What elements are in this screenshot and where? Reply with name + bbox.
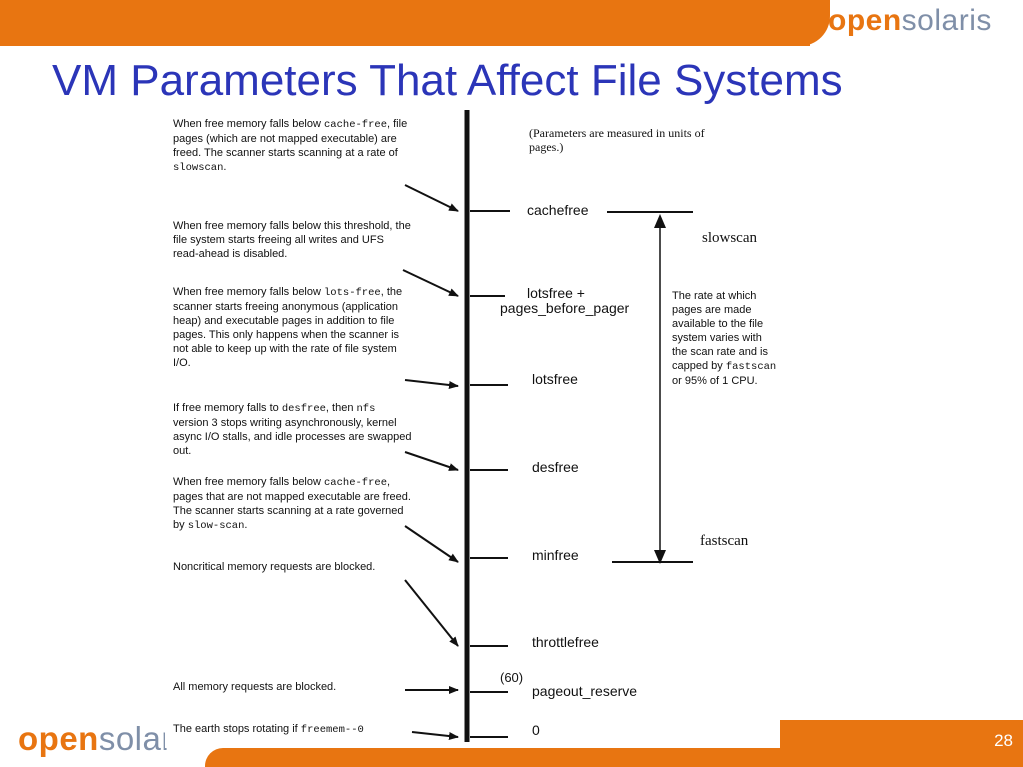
slowscan-label: slowscan (702, 230, 757, 246)
logo-bottom-solaris-text: solar (98, 720, 173, 757)
annotation-minfree: When free memory falls below cache-free,… (173, 475, 413, 533)
scan-range-arrow-up (654, 214, 666, 228)
annotation-text: When free memory falls below this thresh… (173, 220, 411, 260)
units-note: (Parameters are measured in units of pag… (529, 126, 705, 154)
level-minfree: minfree (532, 547, 579, 563)
annotation-code: nfs (356, 403, 376, 415)
logo-solaris-text: solaris (901, 4, 992, 37)
level-pages-before-pager: pages_before_pager (500, 300, 630, 316)
pageout-reserve-value: (60) (500, 670, 524, 685)
level-throttlefree: throttlefree (532, 634, 599, 650)
annotation-text: All memory requests are blocked. (173, 681, 337, 693)
annotation-text: , the scanner starts freeing anonymous (… (173, 286, 403, 369)
annotation-fs-threshold: When free memory falls below this thresh… (173, 219, 411, 261)
annotation-code: desfree (281, 403, 326, 415)
annotation-code: freemem--0 (300, 724, 364, 736)
annotation-text: When free memory falls below (173, 286, 324, 298)
annotation-code: lots-free (324, 287, 381, 299)
annotation-text: , pages that are not mapped executable a… (173, 476, 411, 531)
arrow-desfree (404, 451, 459, 471)
annotation-lotsfree: When free memory falls below lots-free, … (173, 285, 413, 370)
annotation-text: , file pages (which are not mapped execu… (173, 118, 408, 159)
annotation-pageout-reserve: All memory requests are blocked. (173, 680, 403, 694)
level-pageout-reserve: pageout_reserve (532, 683, 638, 699)
slide-title: VM Parameters That Affect File Systems (52, 56, 843, 105)
annotation-cachefree: When free memory falls below cache-free,… (173, 117, 418, 175)
fastscan-label: fastscan (700, 533, 749, 549)
annotation-text: When free memory falls below (173, 476, 324, 488)
level-lotsfree-plus: lotsfree + (527, 285, 585, 301)
logo-open-text: open (828, 4, 902, 37)
annotation-throttlefree: Noncritical memory requests are blocked. (173, 560, 388, 574)
opensolaris-logo-top: opensolaris (828, 4, 992, 38)
top-orange-bar (0, 0, 810, 46)
annotation-text: version 3 stops writing asynchronously, … (173, 417, 412, 457)
annotation-text: If free memory falls to (173, 402, 282, 414)
annotation-code: cache-free (324, 119, 388, 131)
page-number: 28 (994, 731, 1013, 750)
level-cachefree: cachefree (527, 202, 589, 218)
arrow-lotsfree (404, 379, 459, 389)
annotation-desfree: If free memory falls to desfree, then nf… (173, 401, 413, 458)
annotation-text: When free memory falls below (173, 118, 324, 130)
scan-range-arrow-down (654, 550, 666, 564)
annotation-code: cache-free (324, 477, 388, 489)
level-lotsfree: lotsfree (532, 371, 578, 387)
arrow-lotsfree-pages (402, 269, 459, 297)
logo-bottom-open-text: open (18, 720, 99, 757)
rate-note-text: or 95% of 1 CPU. (672, 375, 758, 387)
bottom-orange-bar (780, 720, 1023, 767)
scan-rate-note: The rate at which pages are made availab… (672, 289, 778, 388)
level-zero: 0 (532, 722, 540, 738)
arrow-zero (411, 731, 459, 741)
level-desfree: desfree (532, 459, 579, 475)
rate-note-text: The rate at which pages are made availab… (672, 290, 769, 372)
annotation-text: The earth stops rotating if (173, 723, 301, 735)
annotation-code: slowscan (173, 162, 224, 174)
annotation-code: slow-scan (187, 520, 245, 532)
arrow-minfree (404, 525, 459, 563)
rate-note-code: fastscan (725, 361, 777, 373)
annotation-text: . (223, 161, 227, 173)
annotation-text: , then (325, 402, 357, 414)
annotation-zero: The earth stops rotating if freemem--0 (173, 722, 418, 737)
bottom-orange-strip (205, 748, 785, 767)
arrow-throttlefree (404, 579, 459, 647)
annotation-text: . (244, 519, 248, 531)
opensolaris-logo-bottom: opensolar (18, 720, 173, 758)
arrow-cachefree (404, 184, 459, 212)
annotation-text: Noncritical memory requests are blocked. (173, 561, 376, 573)
